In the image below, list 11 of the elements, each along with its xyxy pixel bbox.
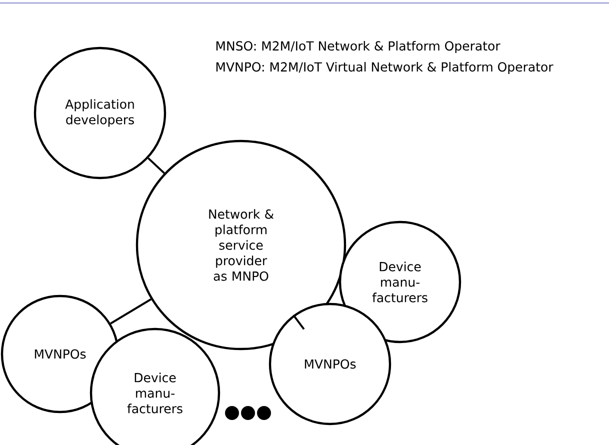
node-label: Device manu- facturers xyxy=(127,372,182,414)
circle-node: Application developers xyxy=(34,46,166,180)
connector-line xyxy=(148,157,165,174)
circle-node: Device manu- facturers xyxy=(338,220,462,344)
note-text: MVNPO: M2M/IoT Virtual Network & Platform Operator xyxy=(216,62,554,74)
circle-node: Device manu- facturers xyxy=(90,328,220,445)
connector-line xyxy=(110,298,152,324)
node-label: MVNPOs xyxy=(304,359,356,369)
circle-node: MVNPOs xyxy=(268,302,392,426)
connector-line xyxy=(292,314,305,330)
note-text: MNSO: M2M/IoT Network & Platform Operator xyxy=(216,40,500,54)
